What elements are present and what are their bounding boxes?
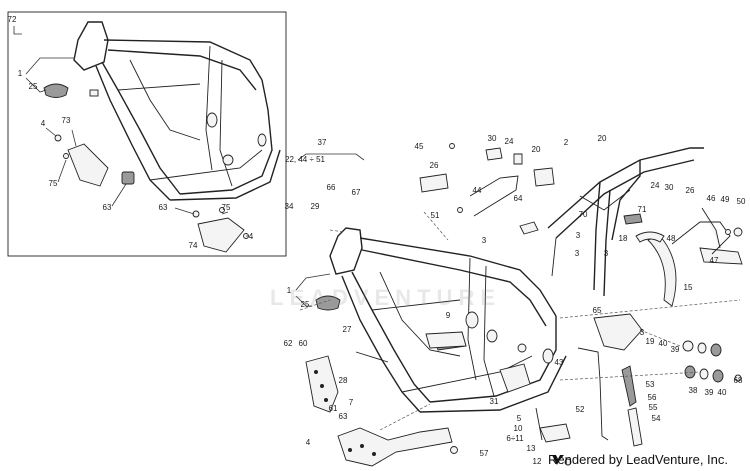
callout-c20b: 20 <box>598 134 607 143</box>
callout-c45: 45 <box>415 142 424 151</box>
lower-components-drawing <box>305 313 742 467</box>
callout-c9: 9 <box>446 311 451 320</box>
callout-c2: 2 <box>564 138 569 147</box>
callout-c22: 22, 44 ÷ 51 <box>285 155 326 164</box>
callout-c40a: 40 <box>659 339 668 348</box>
callout-c30b: 30 <box>665 183 674 192</box>
callout-c62: 62 <box>284 339 293 348</box>
callout-c65: 65 <box>593 306 602 315</box>
callout-c64: 64 <box>514 194 523 203</box>
callout-c38: 38 <box>689 386 698 395</box>
callout-c68: 68 <box>734 376 743 385</box>
callout-c10: 10 <box>514 424 523 433</box>
callout-c51: 51 <box>431 211 440 220</box>
callout-c46: 46 <box>707 194 716 203</box>
callout-c48: 48 <box>667 234 676 243</box>
callout-c55: 55 <box>649 403 658 412</box>
callout-c50: 50 <box>737 197 746 206</box>
callout-c73: 73 <box>62 116 71 125</box>
inset-box <box>7 11 287 257</box>
subframe-drawing <box>519 147 743 307</box>
callout-c29: 29 <box>311 202 320 211</box>
callout-c49: 49 <box>721 195 730 204</box>
callout-c70: 70 <box>579 210 588 219</box>
callout-c3a: 3 <box>482 236 487 245</box>
callout-c74: 74 <box>189 241 198 250</box>
callout-c19: 19 <box>646 337 655 346</box>
callout-c57: 57 <box>480 449 489 458</box>
callout-c39b: 39 <box>705 388 714 397</box>
callout-c26a: 26 <box>430 161 439 170</box>
callout-c4c: 4 <box>306 438 311 447</box>
callout-c3e: 3 <box>640 328 645 337</box>
callout-c7: 7 <box>349 398 354 407</box>
callout-c75a: 75 <box>49 179 58 188</box>
callout-c61: 61 <box>329 404 338 413</box>
callout-c37: 37 <box>318 138 327 147</box>
callout-c20a: 20 <box>532 145 541 154</box>
callout-c66: 66 <box>327 183 336 192</box>
callout-c34: 34 <box>285 202 294 211</box>
callout-c4b: 4 <box>249 232 254 241</box>
callout-c63a: 63 <box>103 203 112 212</box>
callout-c27: 27 <box>343 325 352 334</box>
inset-frame-drawing <box>13 21 281 253</box>
callout-c72: 72 <box>8 15 17 24</box>
callout-c75b: 75 <box>222 203 231 212</box>
dashed-reference-lines <box>299 211 741 431</box>
callout-c26b: 26 <box>686 186 695 195</box>
callout-c67: 67 <box>352 188 361 197</box>
callout-c25b: 25 <box>301 300 310 309</box>
render-credit: Rendered by LeadVenture, Inc. <box>548 452 728 467</box>
callout-c40b: 40 <box>718 388 727 397</box>
rear-footpeg-drawing <box>419 143 555 217</box>
callout-c12: 12 <box>533 457 542 466</box>
callout-c39a: 39 <box>671 345 680 354</box>
callout-c1b: 1 <box>287 286 292 295</box>
leadventure-logo-icon <box>552 455 564 465</box>
callout-c1a: 1 <box>18 69 23 78</box>
callout-c31: 31 <box>490 397 499 406</box>
callout-c60: 60 <box>299 339 308 348</box>
callout-c18: 18 <box>619 234 628 243</box>
callout-c52: 52 <box>576 405 585 414</box>
callout-c43: 43 <box>555 358 564 367</box>
callout-c47: 47 <box>710 256 719 265</box>
callout-c63c: 63 <box>339 412 348 421</box>
callout-c15: 15 <box>684 283 693 292</box>
callout-c4a: 4 <box>41 119 46 128</box>
callout-c13: 13 <box>527 444 536 453</box>
callout-c71: 71 <box>638 205 647 214</box>
callout-c53: 53 <box>646 380 655 389</box>
leadventure-watermark: LEADVENTURE <box>270 285 502 310</box>
callout-c5: 5 <box>517 414 522 423</box>
callout-c28: 28 <box>339 376 348 385</box>
callout-c24b: 24 <box>651 181 660 190</box>
callout-c24a: 24 <box>505 137 514 146</box>
callout-c63b: 63 <box>159 203 168 212</box>
callout-c25a: 25 <box>29 82 38 91</box>
callout-c30a: 30 <box>488 134 497 143</box>
callout-c3b: 3 <box>576 231 581 240</box>
callout-c56: 56 <box>648 393 657 402</box>
group-1-brace <box>295 273 331 291</box>
callout-c54: 54 <box>652 414 661 423</box>
main-frame-drawing <box>315 227 567 413</box>
callout-c44: 44 <box>473 186 482 195</box>
callout-c3c: 3 <box>575 249 580 258</box>
group-37-brace <box>297 153 365 161</box>
callout-c3d: 3 <box>604 249 609 258</box>
callout-c6: 6÷11 <box>506 434 524 443</box>
